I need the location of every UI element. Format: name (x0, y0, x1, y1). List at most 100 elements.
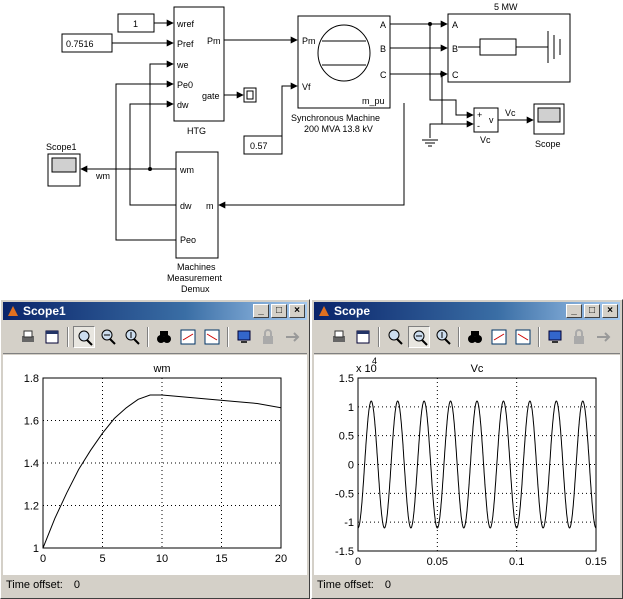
htg-block[interactable] (173, 6, 225, 122)
gate-terminator[interactable] (243, 87, 257, 103)
toolbar-separator (458, 327, 460, 347)
demux-port-dw: dw (180, 201, 192, 211)
scope1-status: Time offset: 0 (6, 579, 80, 591)
floating-scope-icon[interactable] (544, 326, 566, 348)
htg-port-wref: wref (176, 19, 195, 29)
scope1-titlebar[interactable]: Scope1 _ □ × (3, 302, 307, 320)
vm-out-label: Vc (505, 108, 516, 118)
vm-v: v (489, 115, 494, 125)
scope-toolbar (314, 323, 620, 354)
signal-selection-icon[interactable] (592, 326, 614, 348)
const-wref-value: 1 (133, 19, 138, 29)
y-tick-label: 1.5 (339, 373, 354, 385)
close-button[interactable]: × (602, 304, 618, 318)
y-tick-label: 1.4 (24, 458, 39, 470)
restore-axes-icon[interactable] (201, 326, 223, 348)
sm-out-a: A (380, 20, 386, 30)
sm-out-c: C (380, 70, 387, 80)
maximize-button[interactable]: □ (584, 304, 600, 318)
const-pref-value: 0.7516 (66, 39, 94, 49)
y-tick-label: 0 (348, 460, 354, 472)
lock-axes-icon[interactable] (257, 326, 279, 348)
vm-title: Vc (480, 135, 491, 145)
zoom-y-icon[interactable] (121, 326, 143, 348)
plot-title: Vc (471, 363, 484, 375)
y-multiplier-label: x 10 (356, 363, 377, 375)
scope1-block-label: Scope1 (46, 142, 77, 152)
parameters-icon[interactable] (41, 326, 63, 348)
htg-port-we: we (176, 60, 189, 70)
htg-title: HTG (187, 126, 206, 136)
scope-status: Time offset: 0 (317, 579, 391, 591)
sm-out-mpu: m_pu (362, 96, 385, 106)
minimize-button[interactable]: _ (566, 304, 582, 318)
demux-port-m: m (206, 201, 214, 211)
floating-scope-icon[interactable] (233, 326, 255, 348)
scope1-block[interactable] (47, 153, 81, 187)
x-tick-label: 0.05 (427, 556, 448, 568)
y-exponent-label: 4 (372, 356, 377, 366)
scope-titlebar[interactable]: Scope _ □ × (314, 302, 620, 320)
x-tick-label: 0.15 (585, 556, 606, 568)
demux-port-peo: Peo (180, 235, 196, 245)
load-block[interactable] (447, 13, 571, 83)
y-tick-label: -1 (344, 517, 354, 529)
scope-block[interactable] (533, 103, 565, 135)
htg-port-dw: dw (177, 100, 189, 110)
plot-title: wm (152, 363, 170, 375)
zoom-x-icon[interactable] (97, 326, 119, 348)
zoom-icon[interactable] (384, 326, 406, 348)
load-port-a: A (452, 20, 458, 30)
save-axes-icon[interactable] (488, 326, 510, 348)
minimize-button[interactable]: _ (253, 304, 269, 318)
autoscale-icon[interactable] (464, 326, 486, 348)
synchronous-machine-block[interactable] (297, 15, 391, 109)
x-tick-label: 0.1 (509, 556, 524, 568)
vm-plus: + (477, 110, 482, 120)
print-icon[interactable] (328, 326, 350, 348)
load-port-b: B (452, 44, 458, 54)
scope1-title: Scope1 (23, 304, 66, 318)
x-tick-label: 0 (355, 556, 361, 568)
signal-selection-icon[interactable] (281, 326, 303, 348)
load-title: 5 MW (494, 2, 518, 12)
zoom-y-icon[interactable] (432, 326, 454, 348)
signal-wm-label: wm (95, 171, 110, 181)
y-tick-label: -0.5 (335, 488, 354, 500)
restore-axes-icon[interactable] (512, 326, 534, 348)
matlab-icon (8, 306, 18, 316)
autoscale-icon[interactable] (153, 326, 175, 348)
demux-title-2: Measurement (167, 273, 223, 283)
toolbar-separator (538, 327, 540, 347)
x-tick-label: 0 (40, 553, 46, 565)
y-tick-label: 1 (348, 402, 354, 414)
series-line (43, 394, 281, 548)
y-tick-label: 0.5 (339, 431, 354, 443)
print-icon[interactable] (17, 326, 39, 348)
x-tick-label: 10 (156, 553, 168, 565)
scope-block-label: Scope (535, 139, 561, 149)
vm-minus: - (477, 121, 480, 131)
toolbar-separator (147, 327, 149, 347)
time-offset-label: Time offset: (6, 579, 63, 591)
zoom-icon[interactable] (73, 326, 95, 348)
zoom-x-icon[interactable] (408, 326, 430, 348)
lock-axes-icon[interactable] (568, 326, 590, 348)
parameters-icon[interactable] (352, 326, 374, 348)
simulink-diagram: 1 0.7516 0.57 wref Pref we Pe0 dw Pm gat… (46, 2, 571, 294)
scope1-toolbar (3, 323, 307, 354)
htg-out-pm: Pm (207, 36, 221, 46)
maximize-button[interactable]: □ (271, 304, 287, 318)
sm-in-vf: Vf (302, 82, 311, 92)
y-tick-label: 1.2 (24, 501, 39, 513)
sm-in-pm: Pm (302, 36, 316, 46)
close-button[interactable]: × (289, 304, 305, 318)
save-axes-icon[interactable] (177, 326, 199, 348)
htg-out-gate: gate (202, 91, 220, 101)
demux-port-wm: wm (179, 165, 194, 175)
